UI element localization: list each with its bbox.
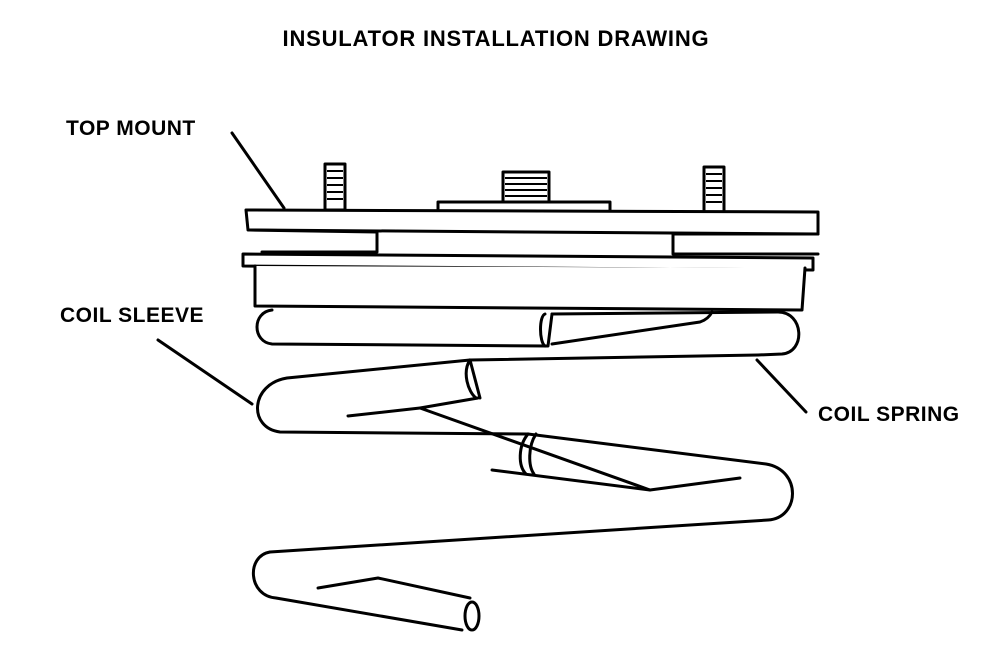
diagram-title: INSULATOR INSTALLATION DRAWING bbox=[282, 26, 710, 51]
second-coil-outer bbox=[256, 353, 760, 436]
center-stud bbox=[501, 170, 551, 206]
top-coil-inner bbox=[550, 310, 714, 346]
right-tab bbox=[671, 232, 820, 256]
coil-spring-label: COIL SPRING bbox=[818, 403, 960, 426]
bottom-coil-outer bbox=[252, 550, 464, 632]
third-coil-inner bbox=[490, 468, 742, 492]
sleeve-edge-lower bbox=[518, 432, 530, 476]
lower-housing bbox=[253, 264, 807, 312]
top-mount bbox=[241, 162, 820, 312]
leader-lines bbox=[156, 131, 808, 414]
coil-sleeve-label: COIL SLEEVE bbox=[60, 304, 204, 327]
sleeve-seam-lower bbox=[528, 432, 538, 476]
third-coil-outer bbox=[268, 432, 794, 554]
sleeve-seam-upper bbox=[468, 358, 482, 400]
sleeve-seam-top bbox=[539, 312, 547, 348]
top-mount-label: TOP MOUNT bbox=[66, 117, 196, 140]
top-coil-right bbox=[550, 310, 801, 357]
top-mount-leader bbox=[230, 131, 286, 210]
top-coil-left bbox=[255, 308, 554, 348]
seat-plate bbox=[241, 252, 815, 272]
left-tab bbox=[248, 228, 379, 254]
left-stud bbox=[323, 162, 347, 212]
coil-cut-end bbox=[463, 600, 481, 632]
sleeve-edge-upper bbox=[464, 358, 478, 400]
back-coil-line bbox=[418, 406, 652, 492]
right-stud bbox=[702, 165, 726, 217]
coil-sleeve-leader bbox=[156, 338, 254, 406]
coil-spring-leader bbox=[755, 358, 808, 414]
bottom-coil-inner bbox=[316, 576, 472, 600]
second-coil-inner bbox=[346, 396, 480, 418]
coil-spring bbox=[252, 308, 801, 632]
